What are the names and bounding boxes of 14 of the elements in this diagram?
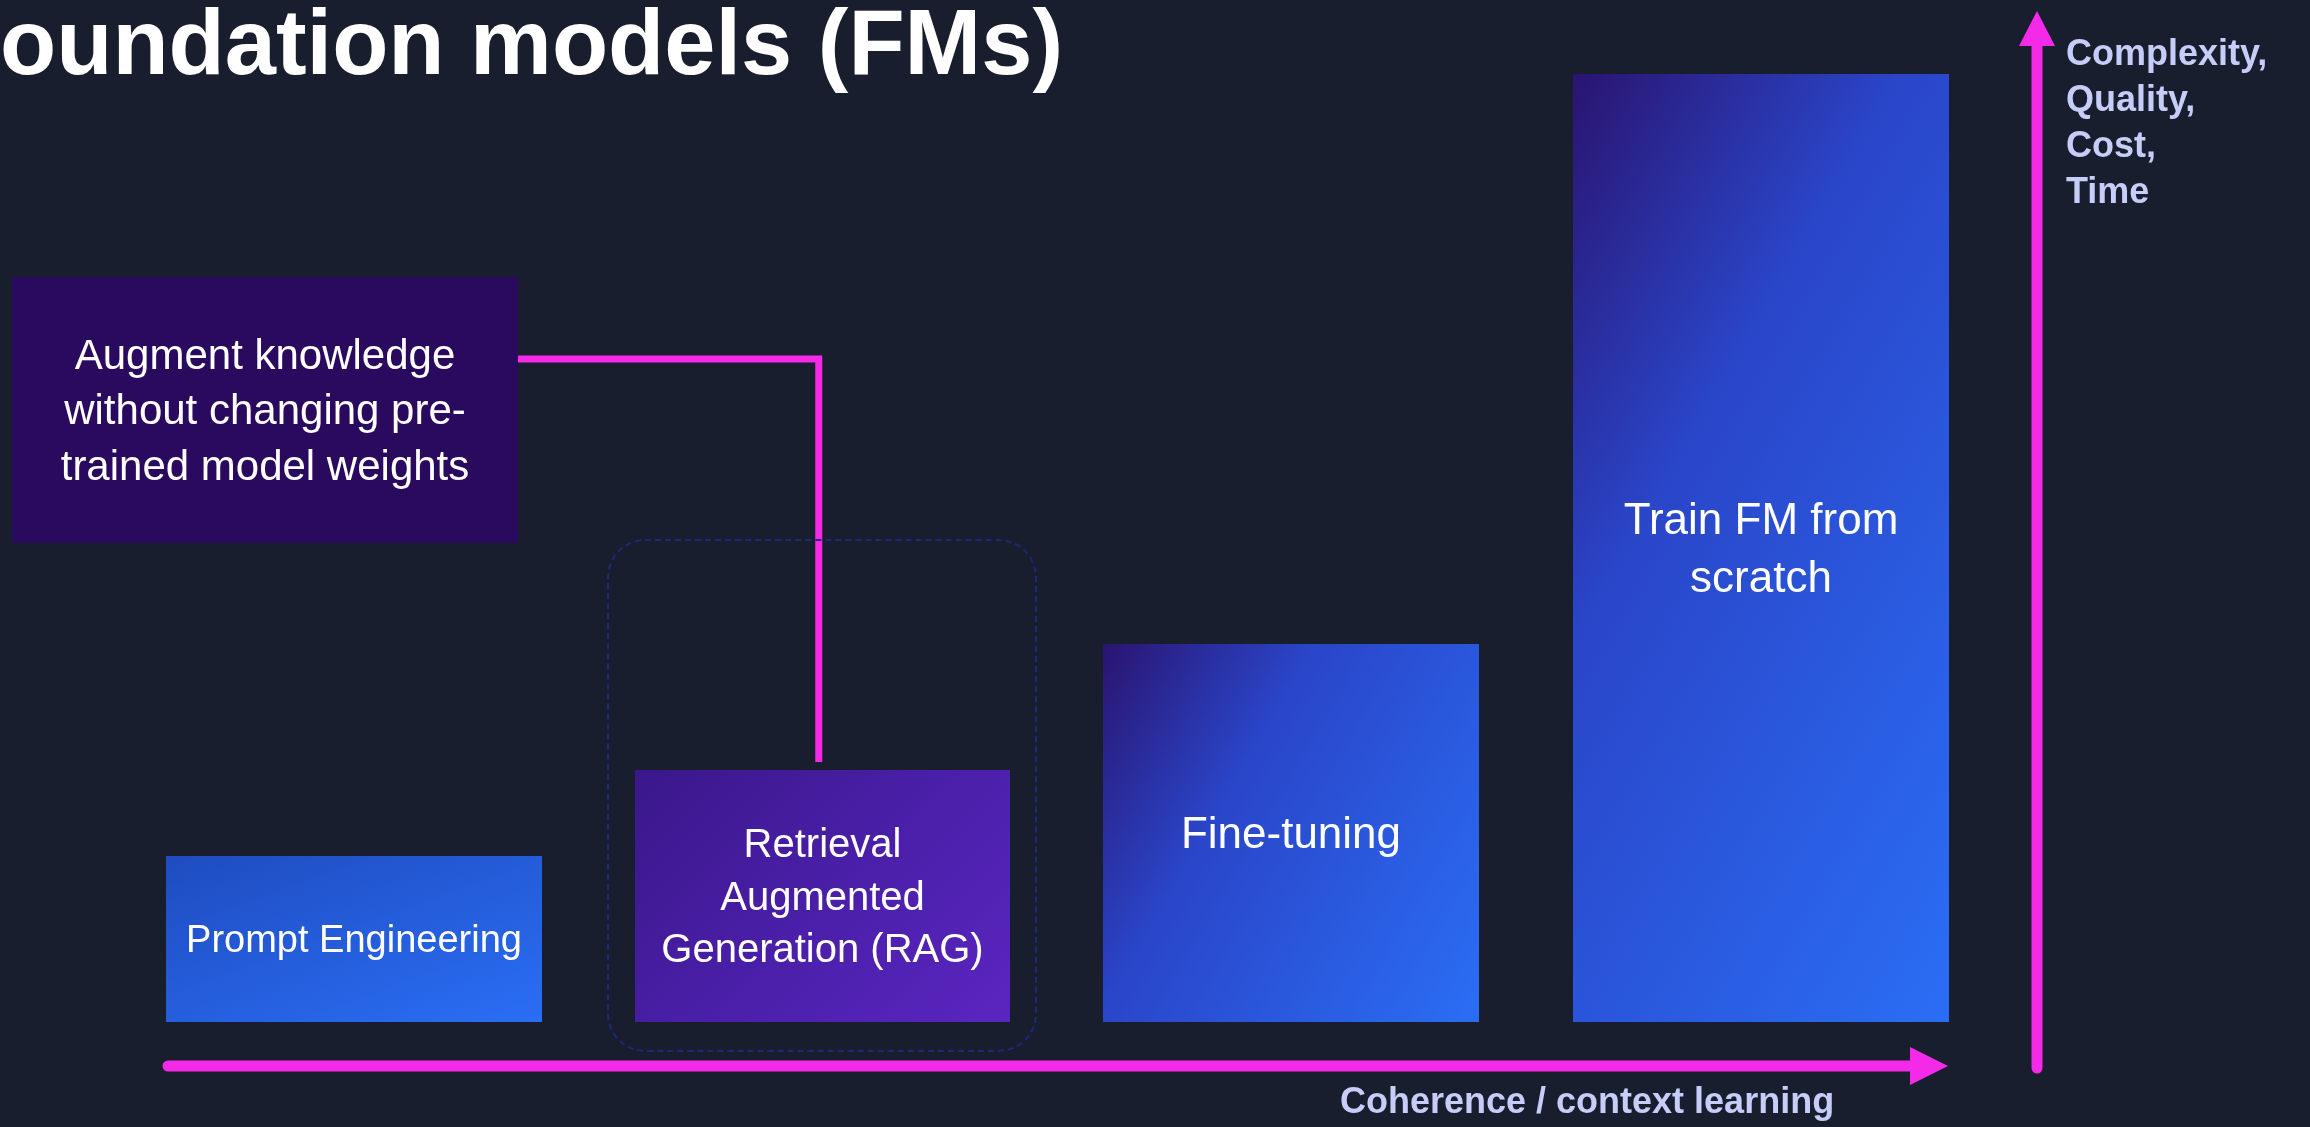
step-label: Train FM from scratch	[1622, 492, 1900, 603]
dashed-group-box	[607, 539, 1037, 1052]
step-box	[1573, 74, 1949, 1022]
x-axis-label: Coherence / context learning	[1340, 1079, 1835, 1123]
step-box	[635, 770, 1010, 1022]
step-label: Fine-tuning	[1180, 806, 1402, 859]
step-box	[1103, 644, 1479, 1022]
slide-title: oundation models (FMs)	[0, 0, 1064, 94]
step-label: Augment knowledge without changing pre-trained model weights	[59, 329, 471, 491]
step-label: Prompt Engineering	[186, 916, 522, 962]
step-box	[166, 856, 542, 1022]
step-label: Retrieval Augmented Generation (RAG)	[660, 819, 985, 973]
y-axis-label: Complexity, Quality, Cost, Time	[2066, 31, 2269, 214]
step-box	[12, 277, 518, 543]
